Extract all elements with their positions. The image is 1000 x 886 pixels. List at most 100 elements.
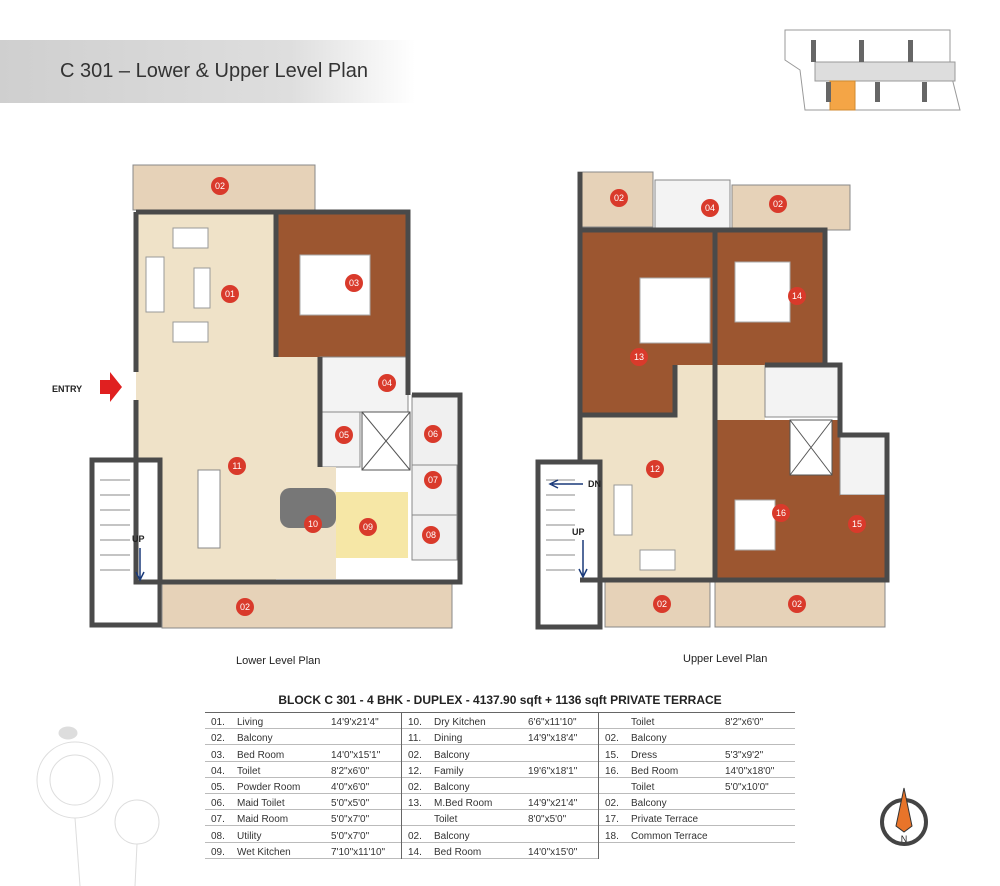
room-dimensions: 8'2"x6'0" <box>725 717 764 729</box>
room-number: 02. <box>408 781 422 793</box>
svg-text:05: 05 <box>339 430 349 440</box>
table-row: Toilet 8'2"x6'0" <box>599 713 795 730</box>
room-dimensions: 14'0"x18'0" <box>725 765 775 777</box>
svg-text:02: 02 <box>657 599 667 609</box>
room-name: Toilet <box>434 814 458 826</box>
room-marker: 02 <box>788 595 806 613</box>
svg-text:16: 16 <box>776 508 786 518</box>
room-number: 16. <box>605 765 619 777</box>
room-dimensions: 14'9"x21'4" <box>528 798 578 810</box>
room-number: 08. <box>211 830 225 842</box>
svg-text:08: 08 <box>426 530 436 540</box>
upper-plan-caption: Upper Level Plan <box>683 653 768 665</box>
room-number: 07. <box>211 814 225 826</box>
svg-text:02: 02 <box>215 181 225 191</box>
room-number: 03. <box>211 749 225 761</box>
room-name: Private Terrace <box>631 814 699 826</box>
room-marker: 14 <box>788 287 806 305</box>
svg-text:14: 14 <box>792 291 802 301</box>
room-name: Dining <box>434 733 463 745</box>
room-dimensions: 5'0"x7'0" <box>331 814 370 826</box>
stair-up-label: UP <box>572 527 585 537</box>
svg-text:11: 11 <box>232 461 241 471</box>
table-row: 02.Balcony <box>599 794 795 811</box>
room-name: Balcony <box>434 781 470 793</box>
svg-text:02: 02 <box>614 193 624 203</box>
area-table-title: BLOCK C 301 - 4 BHK - DUPLEX - 4137.90 s… <box>278 693 722 707</box>
room-number: 10. <box>408 717 422 729</box>
room-name: Toilet <box>631 717 655 729</box>
svg-text:12: 12 <box>650 464 660 474</box>
room-number: 02. <box>605 798 619 810</box>
room-name: Powder Room <box>237 781 301 793</box>
room-name: Maid Toilet <box>237 798 285 810</box>
room-marker: 06 <box>424 425 442 443</box>
table-row: 02.Balcony <box>402 745 598 762</box>
table-row: 18.Common Terrace <box>599 826 795 843</box>
room-number: 01. <box>211 717 225 729</box>
room-name: Family <box>434 765 464 777</box>
room-name: Maid Room <box>237 814 289 826</box>
room-name: Wet Kitchen <box>237 846 291 858</box>
room-name: Common Terrace <box>631 830 708 842</box>
room-number: 02. <box>605 733 619 745</box>
room-marker: 07 <box>424 471 442 489</box>
room-markers: 02 01 03 04 05 06 07 11 10 09 08 02 02 0… <box>211 177 866 616</box>
room-number: 12. <box>408 765 422 777</box>
svg-text:04: 04 <box>382 378 392 388</box>
room-number: 14. <box>408 846 422 858</box>
room-marker: 10 <box>304 515 322 533</box>
room-number: 09. <box>211 846 225 858</box>
room-dimensions: 14'0"x15'0" <box>528 846 578 858</box>
north-compass-icon: N <box>880 787 928 846</box>
room-marker: 13 <box>630 348 648 366</box>
room-name: Balcony <box>434 749 470 761</box>
svg-text:02: 02 <box>773 199 783 209</box>
table-row: 02. Balcony <box>599 729 795 746</box>
page-title: C 301 – Lower & Upper Level Plan <box>60 60 368 82</box>
room-marker: 12 <box>646 460 664 478</box>
room-name: Bed Room <box>237 749 285 761</box>
room-dimensions: 14'0"x15'1" <box>331 749 381 761</box>
room-dimensions: 14'9"x18'4" <box>528 733 578 745</box>
entry-label: ENTRY <box>52 384 82 394</box>
table-row: 14. Bed Room 14'0"x15'0" <box>402 843 598 859</box>
room-dimensions: 19'6"x18'1" <box>528 765 578 777</box>
room-name: Dress <box>631 749 658 761</box>
room-number: 17. <box>605 814 619 826</box>
svg-text:13: 13 <box>634 352 644 362</box>
table-row: 07. Maid Room 5'0"x7'0" <box>205 810 401 827</box>
room-marker: 16 <box>772 504 790 522</box>
table-row: 02.Balcony <box>205 729 401 746</box>
lower-level-plan: ENTRY UP <box>52 164 463 629</box>
room-dimensions: 5'0"x5'0" <box>331 798 370 810</box>
svg-text:02: 02 <box>792 599 802 609</box>
arrow-down-icon <box>578 540 588 579</box>
svg-text:15: 15 <box>852 519 862 529</box>
room-marker: 08 <box>422 526 440 544</box>
room-name: Bed Room <box>434 846 482 858</box>
decorative-dandelion-icon <box>36 726 160 886</box>
arrow-down-icon <box>135 548 145 582</box>
room-marker: 09 <box>359 518 377 536</box>
room-number: 13. <box>408 798 422 810</box>
table-row: 17. Private Terrace <box>599 810 795 827</box>
room-name: Balcony <box>631 733 667 745</box>
room-marker: 04 <box>378 374 396 392</box>
svg-text:N: N <box>901 834 908 844</box>
entry-arrow-icon <box>100 372 122 402</box>
room-dimensions: 8'2"x6'0" <box>331 765 370 777</box>
